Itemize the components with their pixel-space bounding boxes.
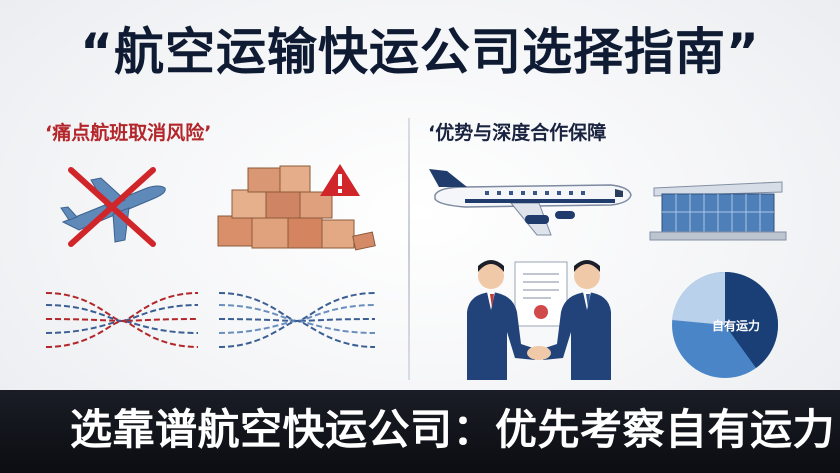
caption-bar [0,390,840,473]
page-title: “航空运输快运公司选择指南” [80,23,760,81]
terminal-building-icon [649,181,787,241]
section-divider [408,118,410,380]
cargo-airplane-icon [429,169,632,236]
advantage-heading: ‘优势与深度合作保障 [428,122,607,144]
delayed-cargo-icon [217,164,376,251]
own-capacity-pie-icon: 自有运力 [672,271,779,378]
pie-label-own-capacity: 自有运力 [712,318,760,333]
pain-point-heading: ‘痛点航班取消风险’ [45,122,212,144]
route-network-blue-icon [218,292,376,348]
cancelled-flight-icon [60,167,166,247]
partnership-handshake-icon [467,260,611,380]
route-network-red-icon [45,292,199,348]
caption-text: 选靠谱航空快运公司：优先考察自有运力 [70,405,836,454]
